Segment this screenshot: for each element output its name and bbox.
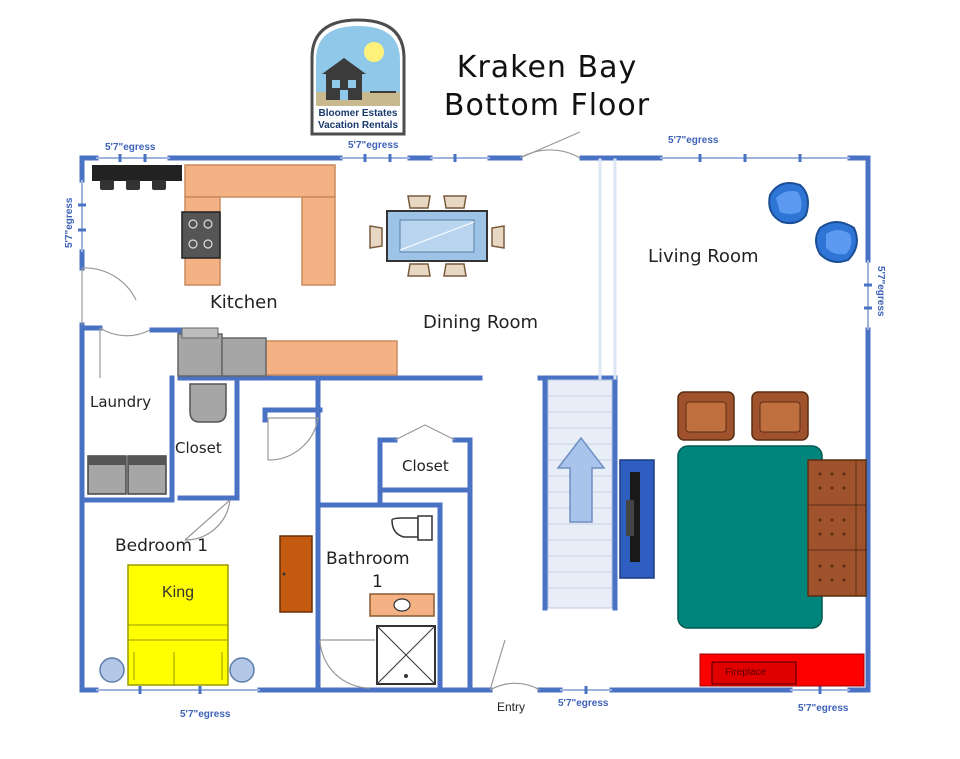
room-label-kitchen: Kitchen [210, 292, 278, 313]
door-swing [99, 327, 151, 378]
door-swing [489, 639, 541, 691]
room-label-dining-room: Dining Room [423, 312, 539, 333]
dishwasher [221, 337, 267, 377]
egress-label-bottom-middle: 5'7"egress [558, 698, 609, 709]
door-swing [81, 267, 137, 325]
bar-stool [152, 180, 166, 190]
sink [393, 598, 411, 612]
bar-stool [126, 180, 140, 190]
logo-line-2: Vacation Rentals [317, 120, 399, 131]
dining-chair [491, 225, 505, 249]
plan-title-line-1: Kraken Bay [456, 50, 638, 85]
dining-chair [407, 263, 431, 277]
egress-label-top-middle: 5'7"egress [348, 140, 399, 151]
room-label-bathroom-1: Bathroom [326, 549, 410, 569]
toilet [391, 517, 419, 538]
egress-label-bottom-right: 5'7"egress [798, 703, 849, 714]
outer-walls [79, 155, 871, 693]
logo-graphic [310, 18, 406, 136]
dining-chair [443, 263, 467, 277]
area-rug [677, 445, 823, 629]
dining-chair [407, 195, 431, 209]
sofa [807, 459, 867, 597]
bed-size-label: King [162, 584, 195, 601]
living-furniture [619, 182, 867, 687]
entry-label: Entry [497, 700, 526, 714]
dining-set [369, 195, 505, 277]
nightstand-left [99, 657, 125, 683]
egress-label-right-side: 5'7"egress [875, 266, 886, 317]
room-label-bathroom-1-number: 1 [372, 572, 383, 592]
logo-line-1: Bloomer Estates [318, 108, 398, 119]
door-swing [394, 424, 456, 441]
door-swing [519, 131, 581, 159]
dining-chair [443, 195, 467, 209]
egress-label-top-left: 5'7"egress [105, 142, 156, 153]
kitchen-counter-right [301, 196, 336, 286]
kitchen-counter-top [184, 164, 336, 198]
stair-up-arrow-icon [556, 436, 606, 523]
company-logo: Bloomer Estates Vacation Rentals [310, 18, 406, 136]
egress-label-bottom-left: 5'7"egress [180, 709, 231, 720]
window-ticks [78, 154, 872, 694]
egress-label-left-side: 5'7"egress [64, 197, 75, 249]
bar-stool [100, 180, 114, 190]
doors [81, 131, 581, 691]
water-heater [189, 383, 227, 423]
room-label-closet-2: Closet [402, 457, 449, 475]
refrigerator [177, 333, 223, 377]
kitchen-counter-lower [264, 340, 398, 376]
bedroom-furniture [99, 535, 313, 686]
room-label-living-room: Living Room [648, 246, 759, 267]
stove [181, 211, 221, 259]
television [630, 472, 640, 562]
room-label-bedroom-1: Bedroom 1 [115, 536, 209, 556]
plan-title-line-2: Bottom Floor [443, 88, 651, 123]
egress-label-top-right: 5'7"egress [668, 135, 719, 146]
door-swing [319, 639, 375, 689]
nightstand-right [229, 657, 255, 683]
interior-walls [79, 158, 618, 693]
bathroom-fixtures [369, 515, 436, 685]
room-label-laundry: Laundry [90, 393, 152, 411]
dining-chair [369, 225, 383, 249]
washer-dryer [87, 455, 167, 495]
staircase [547, 379, 613, 609]
door-swing [267, 417, 319, 461]
door-swing [184, 499, 231, 541]
room-label-closet-1: Closet [175, 439, 222, 457]
bar-counter [92, 165, 182, 181]
kitchen-counters [92, 164, 398, 377]
fireplace-label: Fireplace [725, 667, 767, 678]
